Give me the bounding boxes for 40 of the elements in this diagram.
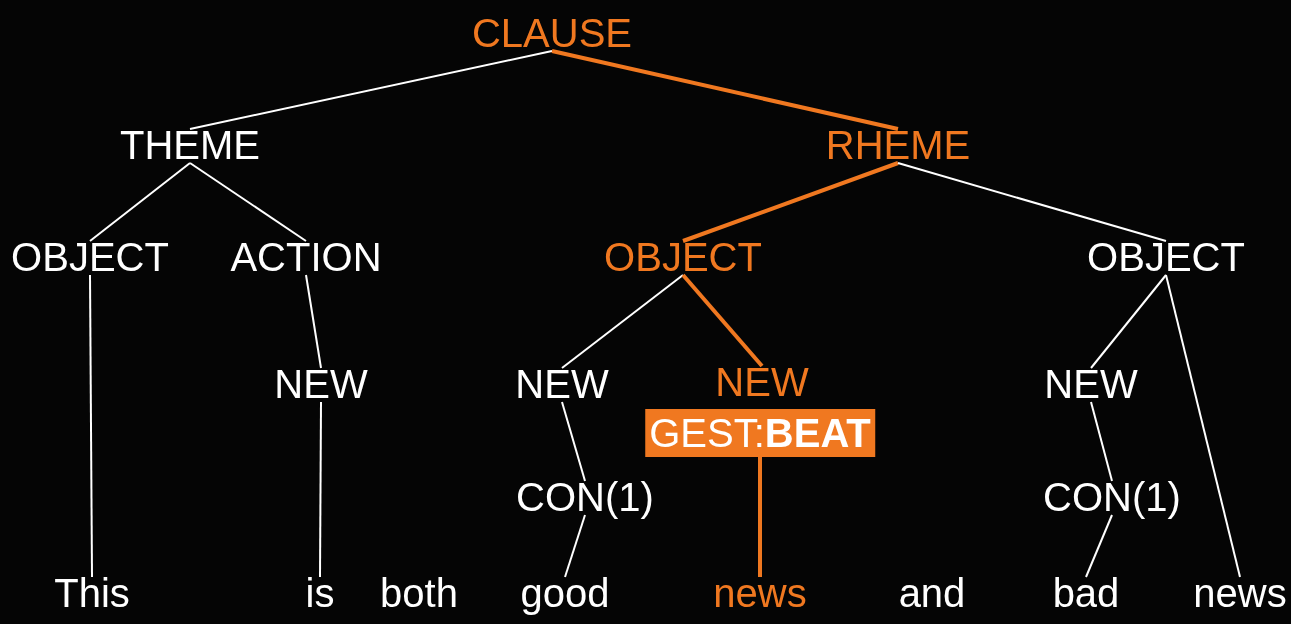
tree-branch-line (897, 162, 1167, 242)
tree-branch-line (305, 274, 322, 369)
tree-node-label: both (380, 573, 458, 613)
tree-branch-line (189, 50, 553, 130)
tree-branch-line (89, 274, 93, 578)
tree-node-label: NEW (1044, 364, 1138, 404)
tree-node-label: This (54, 573, 130, 613)
tree-node-label: good (520, 573, 610, 613)
tree-node-label: THEME (120, 125, 260, 165)
tree-node-label: is (305, 573, 335, 613)
tree-node-label: NEW (274, 364, 368, 404)
tree-node-label: OBJECT (11, 237, 169, 277)
tree-branch-line (758, 455, 762, 577)
tree-branch-line (681, 273, 764, 368)
tree-node-label: RHEME (825, 125, 971, 165)
tree-branch-line (561, 401, 586, 482)
tree-branch-line (1090, 274, 1167, 369)
tree-node-label: OBJECT (1087, 237, 1245, 277)
tree-node-label: news (1193, 573, 1287, 613)
tree-node-label: CLAUSE (471, 13, 633, 53)
tree-branch-line (564, 514, 586, 578)
tree-node-label: and (898, 573, 966, 613)
tree-branch-line (89, 162, 191, 242)
tree-branch-line (1165, 274, 1241, 578)
tree-node-label: NEW (515, 364, 609, 404)
tree-branch-line (319, 401, 322, 578)
tree-node-label: bad (1052, 573, 1120, 613)
tree-branch-line (561, 274, 684, 369)
tree-branch-line (1085, 514, 1113, 578)
tree-branch-line (189, 162, 307, 242)
tree-branch-line (1090, 401, 1113, 482)
tree-node-label: news (713, 573, 807, 613)
tree-node-label: CON(1) (1043, 477, 1181, 517)
tree-branch-line (682, 161, 899, 243)
tree-node-label: NEW (715, 362, 809, 402)
gesture-tag: GEST:BEAT (645, 409, 875, 457)
tree-node-label: ACTION (230, 237, 382, 277)
tree-branch-line (551, 49, 899, 131)
tree-node-label: CON(1) (516, 477, 654, 517)
tree-node-label: OBJECT (604, 237, 762, 277)
